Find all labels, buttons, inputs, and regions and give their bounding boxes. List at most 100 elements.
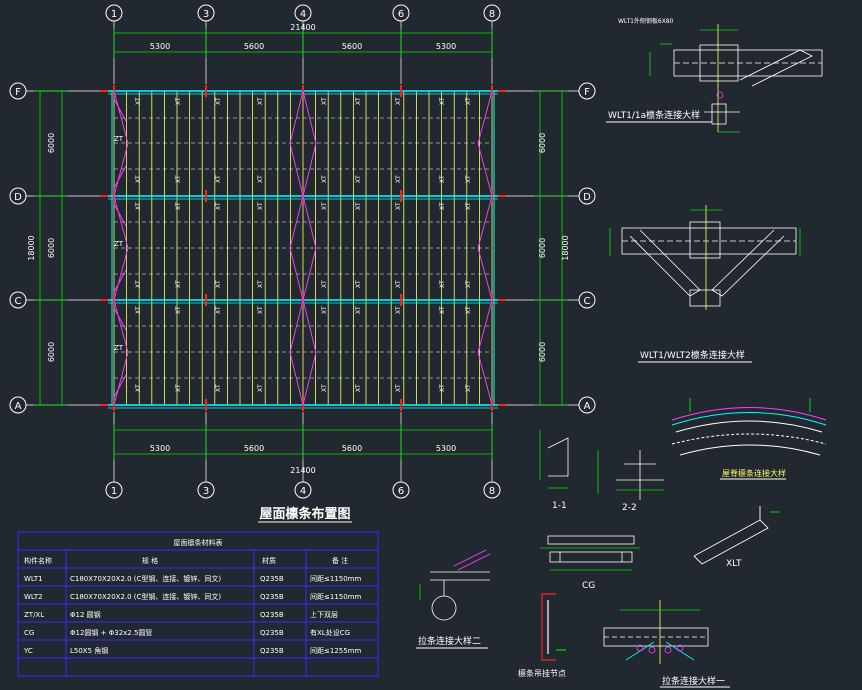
dim-total-top: 21400 <box>290 23 315 32</box>
dim-span-bottom-2: 5600 <box>244 444 264 453</box>
dim-span-right-3: 6000 <box>538 342 547 362</box>
dim-total-right: 18000 <box>561 235 570 260</box>
axis-label-left-A: A <box>15 401 22 412</box>
section-1-1 <box>539 430 569 489</box>
brace-line <box>477 90 493 144</box>
axis-label-left-D: D <box>14 192 22 203</box>
table-cell: 间距≤1150mm <box>310 575 361 583</box>
table-cell: C180X70X20X2.0 (C型钢、连接、镀锌、同文) <box>70 574 221 583</box>
dim-span-top-4: 5300 <box>436 42 456 51</box>
axis-label-right-D: D <box>583 192 591 203</box>
tie-label: XT <box>439 280 446 288</box>
dim-span-right-2: 6000 <box>538 238 547 258</box>
tie-label: XT <box>257 97 264 105</box>
tie-detail-1-title: 拉条连接大样一 <box>662 675 725 687</box>
table-cell: C180X70X20X2.0 (C型钢、连接、镀锌、同文) <box>70 592 221 601</box>
table-cell: Φ12圆钢 + Φ32x2.5圆管 <box>70 628 152 637</box>
tie-label: XT <box>439 384 446 392</box>
tie-label: XT <box>257 306 264 314</box>
table-cell: Q235B <box>260 593 284 601</box>
tie-label: XT <box>321 280 328 288</box>
detail-xlt <box>693 506 780 565</box>
dim-span-left-3: 6000 <box>47 342 56 362</box>
axis-label-right-F: F <box>584 87 590 98</box>
tie-label: XT <box>175 280 182 288</box>
brace-line <box>289 143 304 197</box>
brace-line <box>113 269 127 293</box>
tie-label: XT <box>135 202 142 210</box>
tie-label: XT <box>395 384 402 392</box>
table-cell: 间距≤1255mm <box>310 647 361 655</box>
tie-label: XT <box>215 384 222 392</box>
tie-label: XT <box>355 306 362 314</box>
dim-span-left-2: 6000 <box>47 238 56 258</box>
axis-label-left-C: C <box>15 296 22 307</box>
brace-line <box>113 165 127 189</box>
tie-label: XT <box>439 175 446 183</box>
tie-label: XT <box>395 306 402 314</box>
tie-label: XT <box>465 384 472 392</box>
tie-label: XT <box>355 384 362 392</box>
dim-span-top-1: 5300 <box>150 42 170 51</box>
brace-line <box>289 195 304 249</box>
tie-label: XT <box>175 202 182 210</box>
axis-label-top-3: 3 <box>203 9 209 20</box>
cg-label: CG <box>582 581 595 591</box>
tie-label: XT <box>465 175 472 183</box>
table-cell: ZT/XL <box>24 611 44 619</box>
detail-hook <box>541 593 566 661</box>
tie-label: XT <box>215 280 222 288</box>
section-2-2-label: 2-2 <box>622 503 637 513</box>
brace-line <box>289 90 304 144</box>
tie-label: XT <box>439 97 446 105</box>
tie-label: XT <box>257 202 264 210</box>
plan-title: 屋面檩条布置图 <box>259 506 350 522</box>
detail-ridge <box>671 398 827 456</box>
tie-label: XT <box>321 202 328 210</box>
table-title: 屋面檩条材料表 <box>174 538 223 547</box>
detail-wlt1 <box>649 24 823 133</box>
table-cell: L50X5 角钢 <box>70 646 108 655</box>
dim-span-top-2: 5600 <box>244 42 264 51</box>
tie-label: XT <box>175 306 182 314</box>
table-cell: WLT1 <box>24 575 43 583</box>
xlt-label: XLT <box>726 559 742 569</box>
brace-line <box>477 195 493 249</box>
brace-line <box>289 247 304 301</box>
tie-label: XT <box>439 306 446 314</box>
brace-line <box>477 143 493 197</box>
axis-label-bottom-3: 3 <box>203 486 209 497</box>
tie-label: XT <box>355 202 362 210</box>
table-cell: WLT2 <box>24 593 43 601</box>
brace-line <box>477 247 493 301</box>
axis-label-right-C: C <box>584 296 591 307</box>
material-table <box>17 531 379 677</box>
tie-label: XT <box>215 175 222 183</box>
axis-bubbles-top <box>105 4 501 22</box>
tie-label: XT <box>135 384 142 392</box>
tie-label: XT <box>215 202 222 210</box>
tie-label: XT <box>135 175 142 183</box>
axis-bubbles-left <box>9 82 27 414</box>
table-cell: Q235B <box>260 611 284 619</box>
axis-label-right-A: A <box>584 401 591 412</box>
brace-line <box>113 90 129 144</box>
dim-span-right-1: 6000 <box>538 133 547 153</box>
dim-span-top-3: 5600 <box>342 42 362 51</box>
axis-label-bottom-4: 4 <box>300 486 306 497</box>
tie-label: XT <box>215 306 222 314</box>
dim-total-bottom: 21400 <box>290 466 315 475</box>
zt-label-2: ZT <box>114 240 124 248</box>
detail-tie-2 <box>419 549 491 621</box>
axis-label-bottom-1: 1 <box>111 486 117 497</box>
tie-label: XT <box>215 97 222 105</box>
detail-wlt2 <box>609 205 801 310</box>
tie-label: XT <box>395 97 402 105</box>
brace-line <box>113 374 127 398</box>
brace-line <box>302 247 317 301</box>
table-header-material: 材质 <box>262 556 276 565</box>
table-header-name: 构件名称 <box>24 556 52 565</box>
axis-label-top-6: 6 <box>398 9 404 20</box>
axis-label-top-4: 4 <box>300 9 306 20</box>
axis-label-bottom-6: 6 <box>398 486 404 497</box>
